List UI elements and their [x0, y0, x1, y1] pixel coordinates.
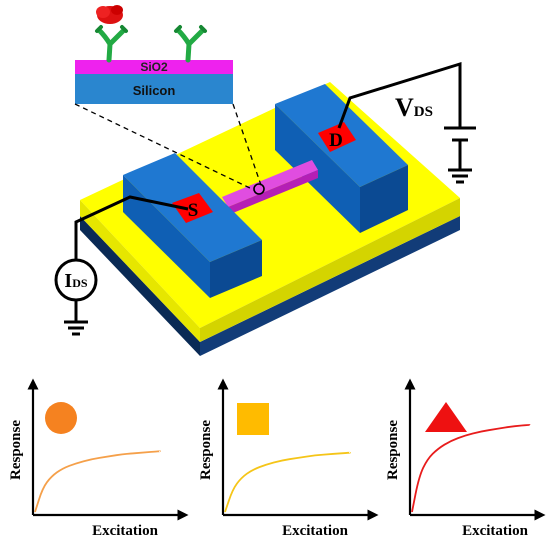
channel [222, 160, 318, 215]
source-contact [172, 193, 213, 223]
channel-front [228, 170, 318, 215]
drain-pad-front [275, 104, 360, 233]
substrate-front-edge [80, 200, 200, 342]
base-front-face [80, 216, 200, 356]
surface-inset: SiO2 Silicon [74, 5, 265, 195]
x-axis-label: Excitation [462, 523, 528, 539]
oxide-label: SiO2 [140, 60, 168, 74]
antigen [96, 5, 123, 24]
silicon-label: Silicon [133, 83, 176, 98]
base-right-face [200, 216, 460, 356]
ground-symbol-right [448, 168, 472, 184]
response-curve [34, 450, 161, 513]
antibody-right [174, 25, 207, 63]
x-axis-label: Excitation [282, 523, 348, 539]
response-graph-3: Response Excitation [385, 378, 546, 539]
current-label: IDS [64, 270, 87, 292]
channel-top [222, 160, 318, 207]
response-curve [411, 423, 531, 513]
response-graph-2: Response Excitation [198, 378, 379, 539]
oxide-layer [75, 60, 233, 74]
drain-wire [337, 61, 462, 129]
source-wire [74, 195, 189, 260]
circle-marker [45, 402, 77, 434]
zoom-line-left [74, 103, 255, 191]
drain-pad: D [275, 84, 408, 233]
response-curve [224, 451, 351, 513]
drain-pad-side [360, 165, 408, 233]
drain-circuit: VDS [337, 61, 476, 184]
y-axis-label: Response [8, 420, 24, 480]
source-pad-front [123, 175, 210, 298]
source-pad-side [210, 240, 262, 298]
drain-label: D [329, 130, 343, 151]
response-graph-1: Response Excitation [8, 378, 189, 539]
zoom-spot [253, 183, 265, 195]
source-label: S [188, 200, 199, 221]
silicon-layer [75, 74, 233, 104]
source-pad: S [123, 153, 262, 298]
device-base [80, 216, 460, 356]
antibody-left [95, 25, 128, 63]
triangle-marker [425, 402, 467, 432]
substrate-right-edge [200, 198, 460, 342]
voltage-label: VDS [395, 93, 433, 122]
x-axis-label: Excitation [92, 523, 158, 539]
drain-contact [318, 122, 356, 152]
y-axis-label: Response [385, 420, 401, 480]
y-axis-label: Response [198, 420, 214, 480]
zoom-line-right [232, 103, 263, 189]
source-circuit: IDS [54, 195, 189, 336]
square-marker [237, 403, 269, 435]
ground-symbol-left [64, 320, 88, 336]
